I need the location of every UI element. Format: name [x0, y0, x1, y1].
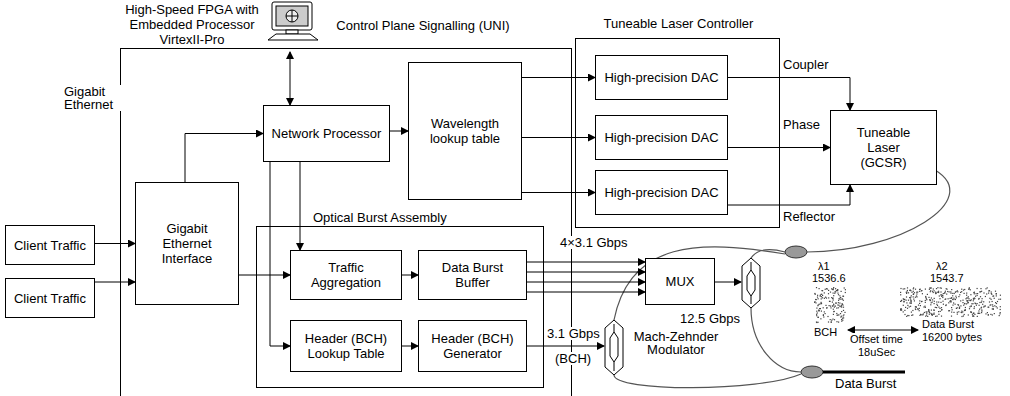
dac-box: High-precision DAC — [595, 55, 728, 100]
client-box: Client Traffic — [5, 225, 95, 265]
connector-arrow — [390, 131, 408, 132]
plot-label: Data Burst 16200 bytes — [922, 318, 992, 344]
node-text: High-precision DAC — [604, 185, 718, 200]
node-text: Tuneable Laser (GCSR) — [849, 125, 918, 170]
laser-controller-group: Tuneable Laser ControllerHigh-precision … — [575, 38, 780, 228]
lookup-table-box: Wavelength lookup table — [408, 62, 522, 200]
connector-arrow — [185, 134, 263, 183]
rate-label: 4×3.1 Gbps — [560, 236, 628, 249]
node-text: Control Plane Signalling (UNI) — [328, 18, 518, 33]
node-text: Tuneable Laser Controller — [576, 16, 781, 31]
lookup-table-box: Header (BCH) Lookup Table — [290, 320, 402, 372]
fibre-coupler — [801, 366, 823, 378]
connector-arrow — [527, 262, 645, 263]
connector-arrow — [522, 137, 595, 138]
connector-arrow — [290, 52, 291, 105]
connector-arrow — [300, 162, 301, 250]
node-text: Network Processor — [272, 126, 382, 141]
connector-arrow — [527, 282, 645, 283]
client-box: Client Traffic — [5, 278, 95, 318]
dac-box: High-precision DAC — [595, 115, 728, 160]
fibre-coupler — [785, 246, 807, 258]
fpga-boundary: High-Speed FPGA with Embedded Processor … — [120, 48, 572, 396]
connector-arrow — [527, 272, 645, 273]
wavelength-value: 1536.6 — [812, 272, 846, 285]
node-text: Header (BCH) Generator — [425, 331, 520, 361]
node-text: Traffic Aggregation — [297, 260, 395, 290]
node-text: Header (BCH) Lookup Table — [297, 331, 395, 361]
burst-assembly-group: Optical Burst AssemblyTraffic Aggregatio… — [256, 226, 544, 388]
port-label: Gigabit Ethernet — [64, 85, 124, 111]
edge-label: Coupler — [783, 58, 829, 71]
node-text: Client Traffic — [14, 238, 86, 253]
connector-arrow — [270, 162, 290, 346]
connector-arrow — [239, 275, 290, 276]
node-text: Optical Burst Assembly — [313, 210, 483, 225]
node-text: High-precision DAC — [604, 130, 718, 145]
node-text: High-precision DAC — [604, 70, 718, 85]
plot-label: Offset time — [850, 333, 903, 346]
edge-label: Phase — [783, 118, 820, 131]
node-text: MUX — [666, 274, 695, 289]
node-text: Data Burst Buffer — [425, 260, 520, 290]
wavelength-value: 1543.7 — [930, 272, 964, 285]
control-plane-node: Control Plane Signalling (UNI) — [262, 0, 532, 52]
connector-arrow — [728, 78, 850, 111]
offset-arrow — [848, 330, 918, 331]
mux-box: MUX — [645, 258, 715, 305]
plot-label: 18uSec — [858, 346, 895, 359]
connector-arrow — [402, 346, 418, 347]
process-box: Traffic Aggregation — [290, 250, 402, 300]
connector-arrow — [522, 77, 595, 78]
connector-arrow — [95, 243, 135, 244]
connector-arrow — [402, 275, 418, 276]
signal-label: (BCH) — [555, 352, 591, 365]
node-text: High-Speed FPGA with Embedded Processor … — [117, 2, 267, 47]
connector-arrow — [527, 292, 645, 293]
rate-label: 3.1 Gbps — [547, 327, 600, 340]
output-fibre — [823, 371, 905, 374]
buffer-box: Data Burst Buffer — [418, 250, 527, 300]
interface-box: Gigabit Ethernet Interface — [135, 182, 239, 305]
output-label: Data Burst — [835, 377, 896, 390]
rate-label: 12.5 Gbps — [680, 312, 740, 325]
connector-arrow — [522, 192, 595, 193]
connector-arrow — [728, 185, 850, 205]
generator-box: Header (BCH) Generator — [418, 320, 527, 372]
connector-arrow — [95, 282, 135, 283]
node-text: Client Traffic — [14, 291, 86, 306]
computer-icon — [268, 2, 318, 40]
node-text: Wavelength lookup table — [415, 116, 515, 146]
laser-box: Tuneable Laser (GCSR) — [830, 110, 937, 185]
mach-zehnder-modulator — [605, 258, 760, 375]
node-text: Gigabit Ethernet Interface — [142, 221, 232, 266]
dac-box: High-precision DAC — [595, 170, 728, 215]
process-box: Network Processor — [263, 105, 390, 162]
connector-arrow — [728, 147, 830, 148]
component-label: Mach-Zehnder Modulator — [632, 330, 720, 356]
plot-label: BCH — [814, 326, 837, 339]
edge-label: Reflector — [783, 210, 835, 223]
